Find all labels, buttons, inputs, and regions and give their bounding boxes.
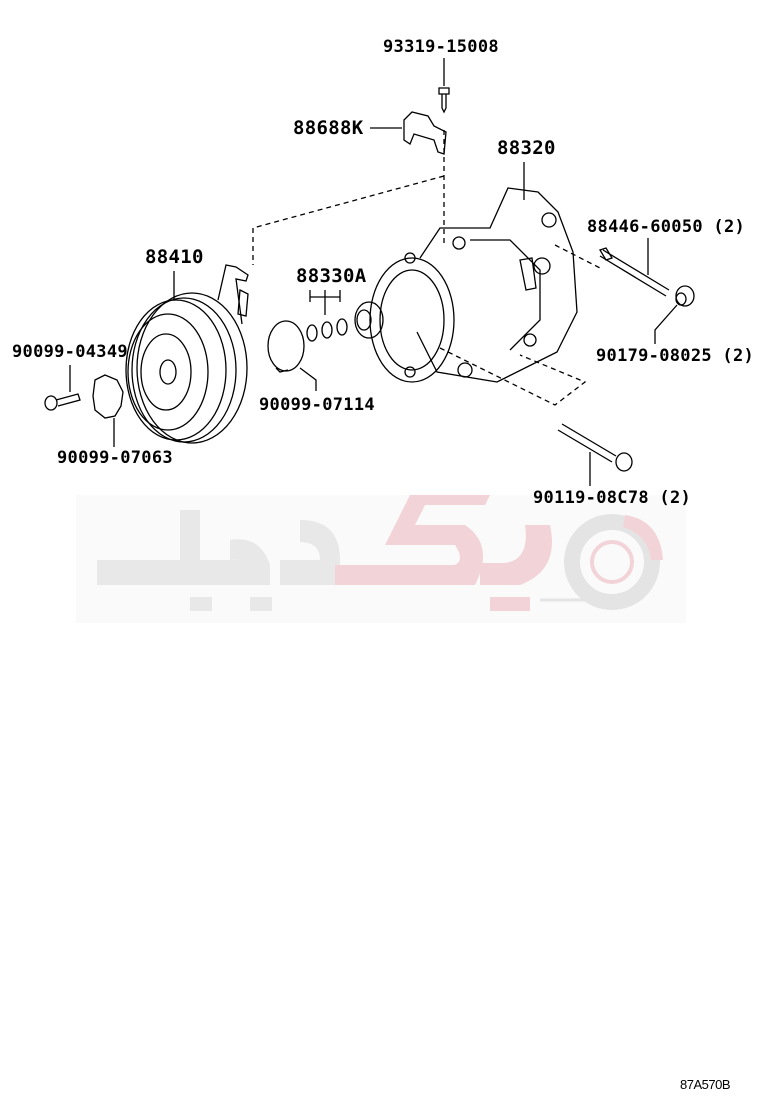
part-label-snap-ring[interactable]: 90099-07114 [259,395,375,415]
mount-bolt-90119-08c78 [557,423,633,472]
watermark-band [76,495,686,623]
part-label-compressor[interactable]: 88320 [497,137,556,159]
part-label-shim-set[interactable]: 88330A [296,265,367,287]
part-label-mount-bolt[interactable]: 90119-08C78 (2) [533,488,692,508]
bolt-90099-04349 [44,393,81,411]
leader-lines [69,58,678,486]
part-label-stud-bolt[interactable]: 88446-60050 (2) [587,217,746,237]
gasket-90099-07063 [92,374,124,419]
shim-set-88330a [306,318,348,342]
screw-93319-15008 [438,87,450,114]
part-label-clutch-pulley[interactable]: 88410 [145,246,204,268]
part-label-gasket[interactable]: 90099-07063 [57,448,173,468]
part-label-nut[interactable]: 90179-08025 (2) [596,346,755,366]
watermark-red-letters [335,495,552,611]
part-label-clutch-bolt[interactable]: 90099-04349 [12,342,128,362]
part-label-screw[interactable]: 93319-15008 [383,37,499,57]
clutch-pulley-88410 [125,264,249,444]
bracket-88688k [403,111,447,155]
stud-bolt-88446-60050 [599,247,670,297]
watermark-gray-letters [97,510,340,611]
compressor-88320 [354,187,578,383]
snap-ring-90099-07114 [267,320,305,373]
part-label-bracket[interactable]: 88688K [293,117,364,139]
figure-code: 87A570B [680,1077,731,1092]
watermark-wheel [540,514,663,610]
nut-90179-08025 [675,285,695,307]
